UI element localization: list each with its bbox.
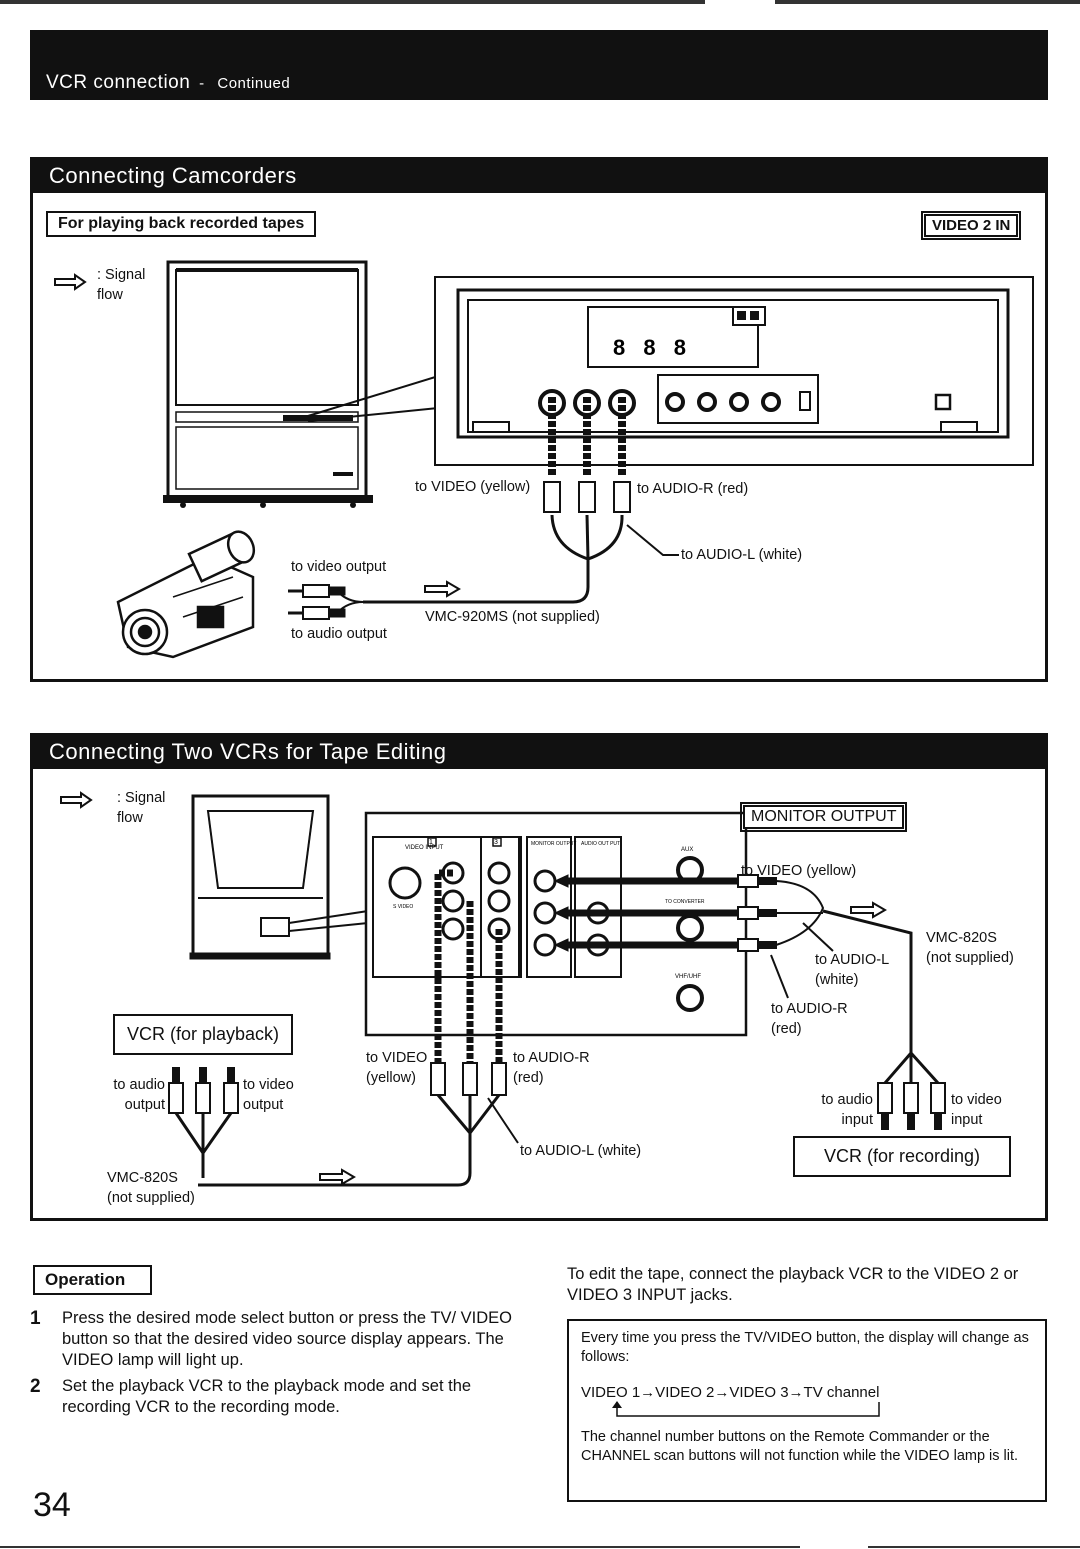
badge-monitor-output: MONITOR OUTPUT (739, 802, 908, 832)
bottom-rule-right (868, 1546, 1080, 1548)
note-sequence: VIDEO 1→VIDEO 2→VIDEO 3→TV channel (581, 1384, 880, 1401)
recording-vcr-plugs (877, 1051, 946, 1130)
header-bar: VCR connection - Continued (30, 30, 1048, 100)
panel-to-converter-label: TO CONVERTER (665, 899, 705, 905)
panel-monitor-output-label: MONITOR OUTPUT (531, 841, 576, 847)
panel-vhf-uhf-label: VHF/UHF (675, 974, 701, 980)
panel-jack-3-label: 3 (494, 839, 498, 846)
header-title: VCR connection - Continued (46, 72, 291, 93)
tv-rear-panel (364, 811, 748, 1037)
label-to-video-input: to video input (951, 1092, 1002, 1128)
camcorder-plugs (288, 584, 346, 620)
step-1-number: 1 (30, 1308, 41, 1329)
step-2-number: 2 (30, 1376, 41, 1397)
tv-video-note-box: Every time you press the TV/VIDEO button… (567, 1319, 1047, 1502)
label-to-video-output: to video output (291, 559, 387, 575)
video-input-cables (198, 869, 519, 1187)
section-title-two-vcrs: Connecting Two VCRs for Tape Editing (33, 733, 1045, 769)
label-to-audio-input: to audio input (821, 1092, 873, 1128)
header-title-text: VCR connection (46, 72, 191, 93)
label-cable-vmc-820s-right: VMC-820S (not supplied) (926, 930, 1014, 966)
operation-step-2: 2 Set the playback VCR to the playback m… (30, 1376, 540, 1420)
section-camcorders: Connecting Camcorders 8 8 8 (30, 157, 1048, 682)
label-mon-to-audio-l: to AUDIO-L (white) (815, 952, 890, 988)
signal-arrow-icon-2 (60, 791, 93, 809)
svg-text:8 8 8: 8 8 8 (613, 335, 692, 360)
label-left-to-audio-output: to audio output (113, 1077, 165, 1113)
panel-jack-1-label: 1 (429, 839, 433, 846)
label-to-audio-l-white: to AUDIO-L (white) (681, 547, 803, 563)
label-left-to-video-output: to video output (243, 1077, 294, 1113)
panel-video-input-label: VIDEO INPUT (405, 845, 444, 851)
label-cable-vmc-920ms: VMC-920MS (not supplied) (425, 609, 600, 625)
label-to-audio-output: to audio output (291, 626, 387, 642)
operation-step-1: 1 Press the desired mode select button o… (30, 1308, 540, 1374)
step-1-text: Press the desired mode select button or … (62, 1309, 512, 1369)
signal-flow-arrow-icon-right (850, 901, 887, 919)
monitor-output-arrows (553, 874, 739, 952)
bottom-rule-left (0, 1546, 800, 1548)
label-cable-vmc-820s-left: VMC-820S (not supplied) (107, 1170, 195, 1206)
av-cable-to-tv (337, 397, 679, 613)
signal-flow-legend: : Signal flow (97, 267, 146, 303)
page-number: 34 (33, 1486, 71, 1524)
edit-instructions: To edit the tape, connect the playback V… (567, 1265, 1019, 1304)
panel-aux-label: AUX (681, 847, 693, 853)
tv-illustration-2 (189, 794, 331, 960)
camcorder-diagram: 8 8 8 (54, 260, 1034, 659)
vcr-for-recording-box: VCR (for recording) (793, 1136, 1011, 1177)
panel-s-video-label: S VIDEO (393, 904, 413, 910)
tv-illustration (163, 260, 373, 508)
camcorder-illustration (116, 530, 256, 659)
label-to-video-yellow-2: to VIDEO (yellow) (366, 1050, 428, 1086)
label-to-audio-r-red-2: to AUDIO-R (red) (513, 1050, 590, 1086)
panel-audio-out-label: AUDIO OUT PUT (581, 841, 620, 847)
signal-flow-arrow-icon (424, 580, 461, 598)
section-title-camcorders: Connecting Camcorders (33, 157, 1045, 193)
header-continued: Continued (217, 75, 291, 92)
subtitle-playback-tapes: For playing back recorded tapes (46, 211, 317, 237)
signal-flow-legend-2: : Signal flow (117, 790, 166, 826)
note-line-1: Every time you press the TV/VIDEO button… (581, 1330, 1029, 1365)
top-rule-left (0, 0, 705, 4)
signal-arrow-icon (54, 273, 87, 291)
label-to-audio-r-red: to AUDIO-R (red) (637, 481, 749, 497)
label-to-video-yellow: to VIDEO (yellow) (415, 479, 531, 495)
playback-vcr-plugs (168, 1067, 239, 1178)
top-rule-right (775, 0, 1080, 4)
label-to-audio-l-white-2: to AUDIO-L (white) (520, 1143, 642, 1159)
sequence-loop-arrow-icon (612, 1401, 880, 1417)
note-line-2: The channel number buttons on the Remote… (581, 1429, 1019, 1464)
section-two-vcrs: Connecting Two VCRs for Tape Editing (30, 733, 1048, 1221)
operation-title: Operation (33, 1265, 152, 1295)
label-mon-to-video-yellow: to VIDEO (yellow) (741, 863, 857, 879)
vcr-for-playback-box: VCR (for playback) (113, 1014, 294, 1055)
label-mon-to-audio-r: to AUDIO-R (red) (771, 1001, 848, 1037)
tv-front-panel-zoom: 8 8 8 (434, 276, 1034, 466)
badge-video-2-in: VIDEO 2 IN (920, 211, 1022, 240)
right-plugs (737, 874, 913, 1053)
signal-flow-arrow-icon-left (319, 1168, 356, 1186)
step-2-text: Set the playback VCR to the playback mod… (62, 1377, 472, 1416)
two-vcr-diagram: VIDEO INPUT MONITOR OUTPUT AUDIO OUT PUT… (60, 791, 946, 1187)
